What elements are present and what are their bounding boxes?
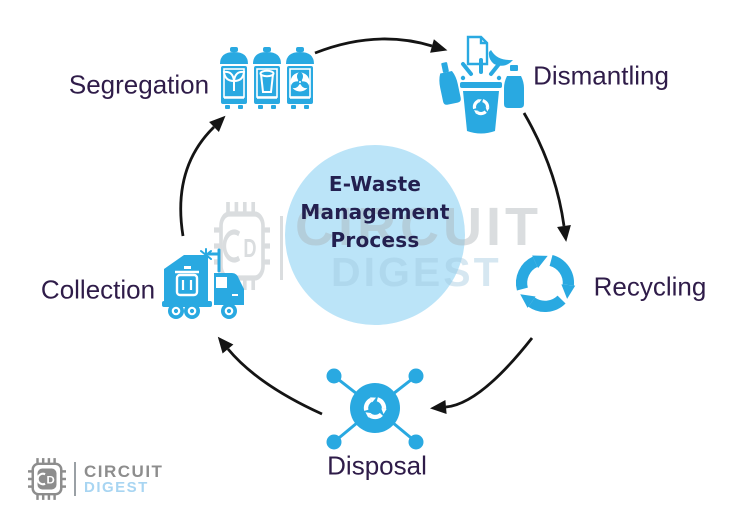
- process-title-line1: E-Waste: [328, 172, 422, 196]
- process-title-line2: Management: [300, 200, 450, 224]
- stage-label-collection: Collection: [40, 274, 156, 305]
- stage-label-segregation: Segregation: [68, 69, 210, 100]
- logo-brand-bottom: DIGEST: [84, 478, 149, 496]
- stage-label-disposal: Disposal: [327, 450, 427, 481]
- logo-divider: [74, 462, 76, 496]
- brand-logo: D CIRCUIT DIGEST: [28, 458, 163, 500]
- dismantling-bin-icon: [439, 35, 524, 134]
- process-circle: [285, 145, 465, 325]
- disposal-network-icon: [326, 368, 424, 450]
- stage-label-dismantling: Dismantling: [533, 60, 669, 91]
- arrow-recycling-to-disposal: [445, 337, 534, 409]
- arrow-segregation-to-dismantling: [314, 37, 433, 55]
- arrowhead: [430, 400, 447, 414]
- process-title: E-Waste Management Process: [285, 170, 465, 254]
- collection-truck-icon: [162, 248, 244, 319]
- arrowhead: [217, 336, 234, 354]
- arrowhead: [209, 115, 226, 132]
- arrowhead: [430, 39, 448, 53]
- arrowhead: [557, 225, 571, 242]
- logo-brand-top: CIRCUIT: [84, 461, 164, 481]
- recycling-arrows-icon: [504, 243, 586, 323]
- segregation-bins-icon: [220, 47, 314, 109]
- stage-label-recycling: Recycling: [593, 271, 707, 302]
- logo-chip-letter: D: [47, 475, 55, 487]
- arrow-collection-to-segregation: [179, 125, 215, 237]
- arrow-disposal-to-collection: [226, 348, 323, 416]
- process-title-line3: Process: [330, 228, 420, 252]
- arrow-dismantling-to-recycling: [522, 112, 566, 227]
- logo-chip-icon: D: [28, 458, 66, 500]
